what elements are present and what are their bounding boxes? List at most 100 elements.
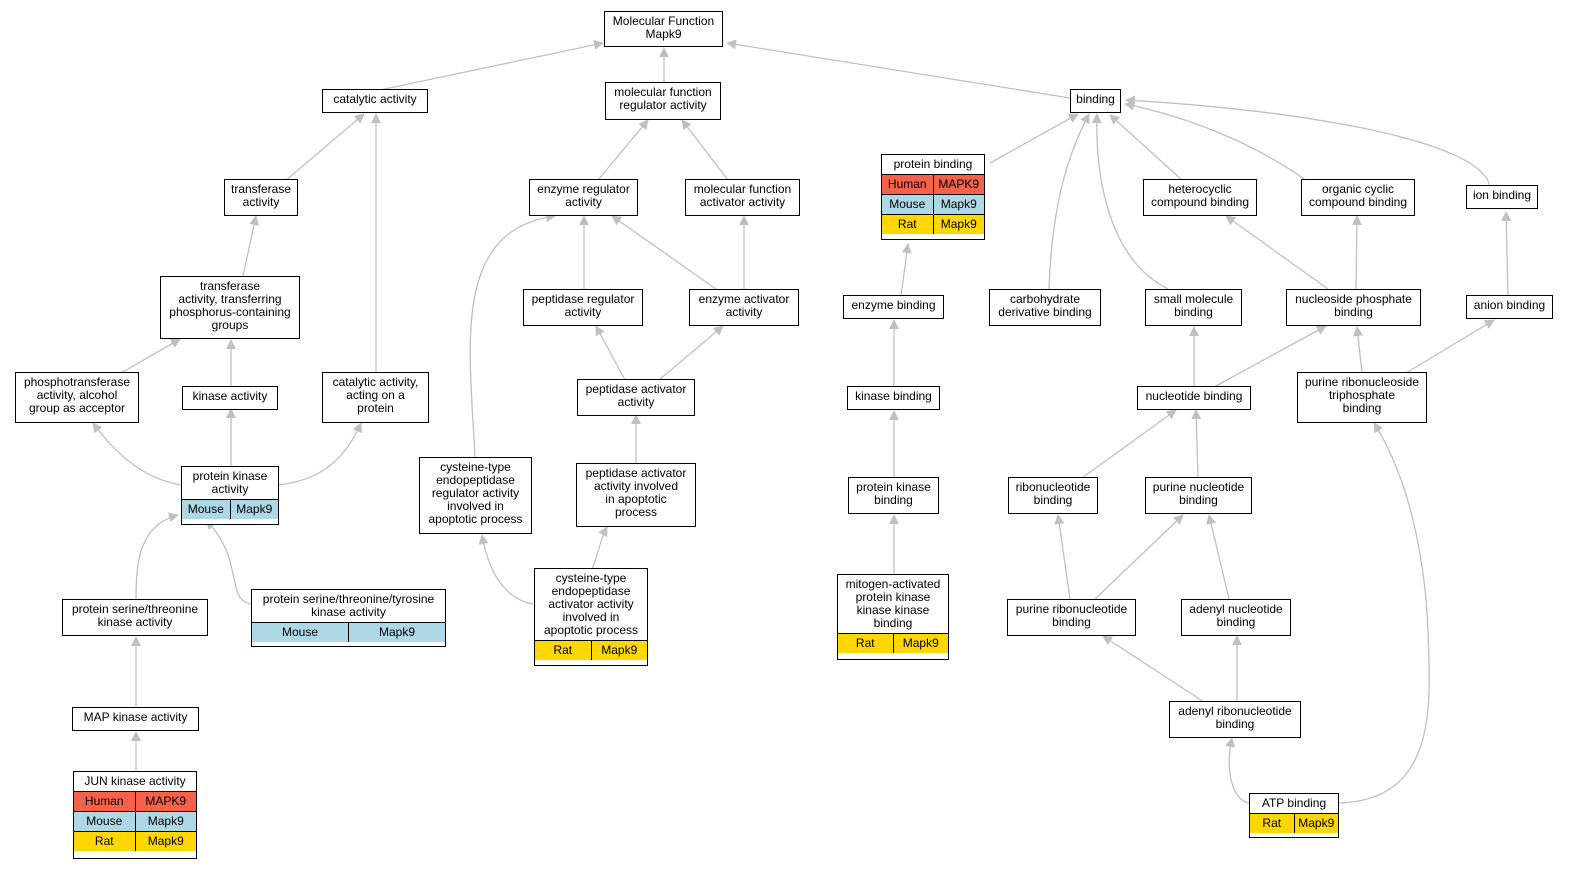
go-term-organic[interactable]: organic cyclic compound binding [1301,179,1415,216]
term-label: cysteine-type endopeptidase regulator ac… [428,460,523,526]
go-term-kinbind[interactable]: kinase binding [847,386,940,410]
species-cell: Mouse [182,499,230,519]
term-label: nucleoside phosphate binding [1295,292,1412,319]
gene-cell: Mapk9 [932,194,984,215]
go-term-ion[interactable]: ion binding [1466,185,1538,209]
edge [611,215,717,290]
go-term-mfact[interactable]: molecular function activator activity [685,179,800,216]
go-term-enzact[interactable]: enzyme activator activity [689,289,799,326]
term-label: protein serine/threonine kinase activity [71,602,199,629]
go-term-pstk[interactable]: protein serine/threonine kinase activity [62,599,208,636]
term-label: peptidase activator activity [585,382,687,409]
species-cell: Mouse [882,194,933,215]
edge [1191,409,1202,479]
go-term-carbo[interactable]: carbohydrate derivative binding [989,289,1101,326]
go-term-phosalc[interactable]: phosphotransferase activity, alcohol gro… [15,372,139,423]
species-cell: Rat [838,633,893,653]
edge [1094,514,1184,600]
gene-cell: Mapk9 [348,622,445,642]
go-term-pepactapo[interactable]: peptidase activator activity involved in… [576,463,696,527]
go-term-purribnuc[interactable]: purine ribonucleotide binding [1007,599,1136,636]
edge [1091,113,1169,290]
go-term-purribtri[interactable]: purine ribonucleoside triphosphate bindi… [1297,372,1427,423]
species-cell: Rat [535,640,591,660]
go-term-mf[interactable]: Molecular Function Mapk9 [604,11,723,47]
species-cell: Mouse [74,811,135,832]
term-label: molecular function activator activity [693,182,792,209]
term-label: protein kinase activity [192,469,268,496]
edge [120,338,181,374]
go-term-kinase[interactable]: kinase activity [182,386,278,410]
gene-cell: MAPK9 [932,174,984,195]
edge [1081,409,1177,479]
go-term-mfreg[interactable]: molecular function regulator activity [605,82,721,120]
gene-cell: Mapk9 [134,831,196,851]
go-term-bind[interactable]: binding [1070,89,1121,113]
go-term-purnuc[interactable]: purine nucleotide binding [1145,477,1252,514]
go-term-pepreg[interactable]: peptidase regulator activity [523,289,643,326]
go-term-smallmol[interactable]: small molecule binding [1145,289,1242,326]
edge [1124,100,1308,182]
go-term-trans[interactable]: transferase activity [224,179,298,216]
term-label: carbohydrate derivative binding [998,292,1092,319]
go-term-cysact[interactable]: cysteine-type endopeptidase activator ac… [534,568,648,666]
edge [681,119,729,181]
go-term-pstyk[interactable]: protein serine/threonine/tyrosine kinase… [251,589,446,647]
edge [1351,215,1362,290]
edge [1338,422,1430,804]
gene-cell: Mapk9 [134,811,196,832]
term-label: binding [1076,92,1115,106]
edge [1054,514,1071,600]
gene-cell: Mapk9 [1293,813,1338,833]
go-term-adenylrib[interactable]: adenyl ribonucleotide binding [1169,701,1301,738]
go-term-hetero[interactable]: heterocyclic compound binding [1143,179,1257,216]
go-term-enzreg[interactable]: enzyme regulator activity [529,179,638,216]
go-term-pepact[interactable]: peptidase activator activity [577,379,695,416]
species-cell: Human [882,174,933,195]
term-label: kinase activity [192,389,268,403]
edge [1405,319,1495,374]
edge [726,39,1071,99]
go-term-catprot[interactable]: catalytic activity, acting on a protein [322,372,429,423]
term-label: ribonucleotide binding [1015,480,1091,507]
go-term-cat[interactable]: catalytic activity [322,89,428,113]
edge [284,113,365,182]
go-term-transphos[interactable]: transferase activity, transferring phosp… [160,276,300,339]
edge [989,113,1079,164]
go-term-mapk[interactable]: MAP kinase activity [72,707,199,731]
go-term-enzbind[interactable]: enzyme binding [843,295,944,319]
go-term-ribonuc[interactable]: ribonucleotide binding [1008,477,1098,514]
term-label: transferase activity [230,182,292,209]
term-label: heterocyclic compound binding [1150,182,1250,209]
term-label: nucleotide binding [1145,389,1243,403]
term-label: molecular function regulator activity [614,85,712,112]
go-term-nucphos[interactable]: nucleoside phosphate binding [1286,289,1421,326]
term-label: organic cyclic compound binding [1308,182,1408,209]
go-term-anion[interactable]: anion binding [1466,295,1553,319]
gene-cell: Mapk9 [932,214,984,234]
gene-cell: Mapk9 [229,499,278,519]
go-term-nucbind[interactable]: nucleotide binding [1137,386,1251,410]
go-term-protkinbind[interactable]: protein kinase binding [848,477,939,514]
edge [591,526,608,570]
term-label: anion binding [1473,298,1546,312]
edge [1353,326,1363,374]
edge [469,212,556,459]
go-term-mapkkk[interactable]: mitogen-activated protein kinase kinase … [837,574,949,660]
gene-cell: Mapk9 [892,633,948,653]
go-term-adenyl[interactable]: adenyl nucleotide binding [1181,599,1291,636]
go-term-cysreg[interactable]: cysteine-type endopeptidase regulator ac… [419,457,532,534]
edge [1206,514,1230,600]
